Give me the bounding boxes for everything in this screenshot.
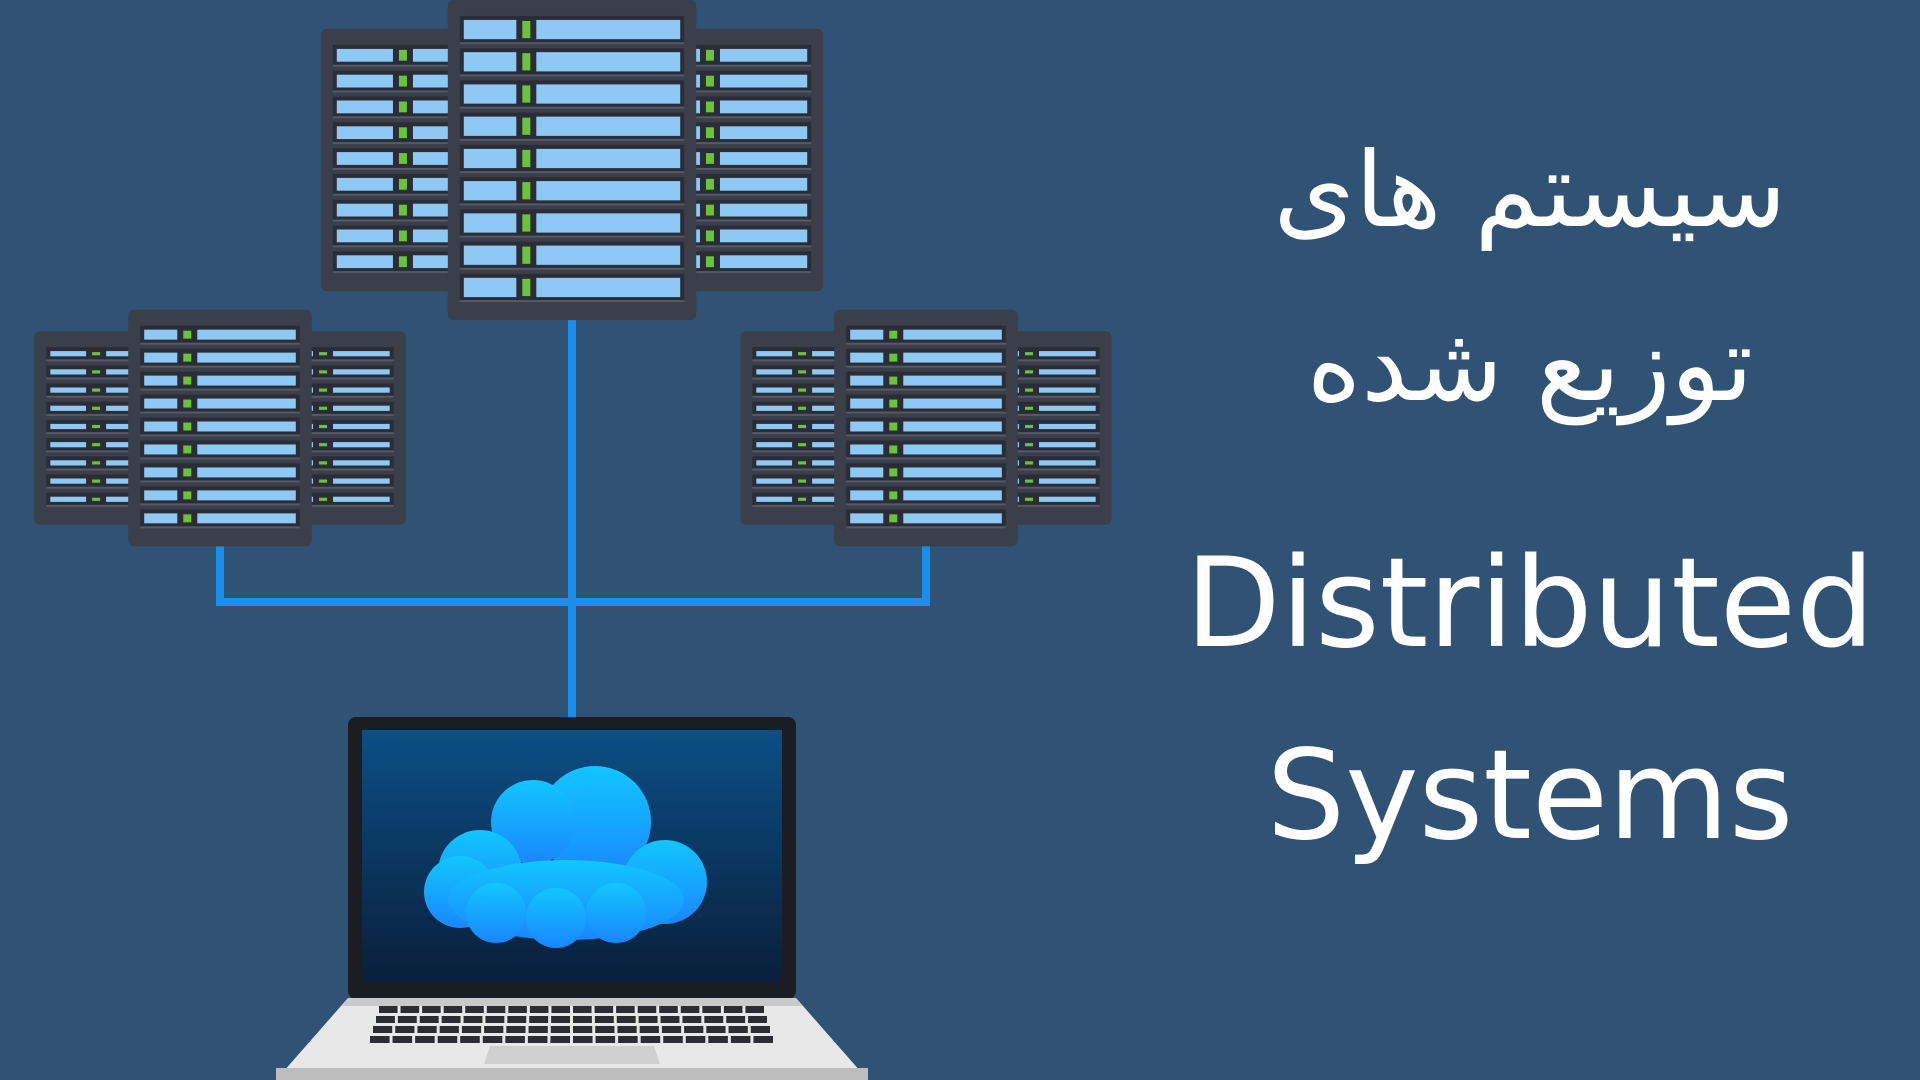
- keyboard-key: [682, 1016, 702, 1023]
- keyboard-key: [704, 1016, 724, 1023]
- keyboard-key: [392, 1036, 413, 1043]
- server-rack-icon: [834, 309, 1018, 547]
- keyboard-key: [639, 1026, 659, 1033]
- keyboard-key: [573, 1006, 592, 1013]
- keyboard-key: [660, 1016, 680, 1023]
- keyboard-key: [684, 1026, 704, 1033]
- keyboard-key: [439, 1026, 459, 1033]
- server-rack-icon: [128, 309, 312, 547]
- keyboard-key: [550, 1036, 570, 1043]
- keyboard-key: [370, 1036, 390, 1043]
- title-block: سیستم های توزیع شده Distributed Systems: [1150, 0, 1910, 1080]
- keyboard-key: [723, 1006, 743, 1013]
- keyboard-key: [637, 1006, 657, 1013]
- keyboard-key: [745, 1006, 764, 1013]
- keyboard-key: [395, 1026, 415, 1033]
- keyboard-key: [640, 1036, 661, 1043]
- keyboard-key: [485, 1016, 505, 1023]
- keyboard-key: [373, 1026, 393, 1033]
- server-rack-icon: [34, 331, 155, 525]
- keyboard-key: [750, 1026, 770, 1033]
- english-title-line-1: Distributed: [1185, 532, 1875, 676]
- keyboard-key: [482, 1036, 503, 1043]
- keyboard-key: [753, 1036, 773, 1043]
- keyboard-key: [397, 1016, 417, 1023]
- keyboard-key: [441, 1016, 461, 1023]
- network-connectors: [216, 314, 930, 726]
- server-cluster: [34, 0, 1112, 547]
- server-cluster-right: [740, 309, 1112, 547]
- server-cluster-top: [320, 0, 824, 321]
- keyboard-key: [594, 1016, 614, 1023]
- keyboard-key: [400, 1006, 420, 1013]
- keyboard-key: [573, 1016, 592, 1023]
- keyboard-key: [618, 1036, 638, 1043]
- keyboard-key: [422, 1006, 441, 1013]
- keyboard-key: [616, 1016, 636, 1023]
- keyboard-key: [595, 1036, 616, 1043]
- keyboard-key: [595, 1026, 615, 1033]
- keyboard-key: [419, 1016, 439, 1023]
- keyboard-key: [617, 1026, 637, 1033]
- keyboard-key: [460, 1036, 480, 1043]
- server-rack-icon: [285, 331, 406, 525]
- keyboard-key: [573, 1026, 593, 1033]
- keyboard-key: [663, 1036, 683, 1043]
- keyboard-key: [443, 1006, 463, 1013]
- keyboard-key: [550, 1026, 570, 1033]
- keyboard-key: [680, 1006, 700, 1013]
- keyboard-key: [573, 1036, 593, 1043]
- distributed-systems-illustration: [34, 0, 1112, 1080]
- server-cluster-left: [34, 309, 406, 547]
- keyboard-key: [379, 1006, 398, 1013]
- keyboard-key: [659, 1006, 678, 1013]
- keyboard-key: [415, 1036, 435, 1043]
- keyboard-key: [437, 1036, 458, 1043]
- keyboard-key: [376, 1016, 395, 1023]
- keyboard-key: [702, 1006, 721, 1013]
- keyboard-key: [486, 1006, 506, 1013]
- keyboard-key: [508, 1006, 527, 1013]
- persian-title-line-1: سیستم های: [1273, 129, 1787, 251]
- server-rack-icon: [740, 331, 861, 525]
- english-title-line-2: Systems: [1266, 724, 1794, 868]
- keyboard-key: [506, 1026, 526, 1033]
- laptop-keyboard: [370, 1006, 773, 1043]
- keyboard-key: [594, 1006, 614, 1013]
- keyboard-key: [551, 1006, 570, 1013]
- keyboard-key: [507, 1016, 527, 1023]
- keyboard-key: [463, 1016, 483, 1023]
- keyboard-key: [465, 1006, 484, 1013]
- keyboard-key: [638, 1016, 658, 1023]
- keyboard-key: [417, 1026, 437, 1033]
- keyboard-key: [529, 1006, 549, 1013]
- server-rack-icon: [447, 0, 697, 321]
- keyboard-key: [528, 1026, 548, 1033]
- keyboard-key: [484, 1026, 504, 1033]
- server-rack-icon: [660, 28, 824, 292]
- keyboard-key: [461, 1026, 482, 1033]
- keyboard-key: [726, 1016, 746, 1023]
- keyboard-key: [728, 1026, 748, 1033]
- server-rack-icon: [991, 331, 1112, 525]
- keyboard-key: [527, 1036, 548, 1043]
- keyboard-key: [505, 1036, 525, 1043]
- keyboard-key: [706, 1026, 726, 1033]
- keyboard-key: [685, 1036, 706, 1043]
- keyboard-key: [529, 1016, 549, 1023]
- keyboard-key: [616, 1006, 635, 1013]
- keyboard-key: [730, 1036, 751, 1043]
- keyboard-key: [708, 1036, 728, 1043]
- keyboard-key: [661, 1026, 682, 1033]
- server-rack-icon: [320, 28, 484, 292]
- keyboard-key: [551, 1016, 570, 1023]
- cloud-icon: [424, 766, 707, 948]
- keyboard-key: [748, 1016, 767, 1023]
- persian-title-line-2: توزیع شده: [1306, 303, 1754, 425]
